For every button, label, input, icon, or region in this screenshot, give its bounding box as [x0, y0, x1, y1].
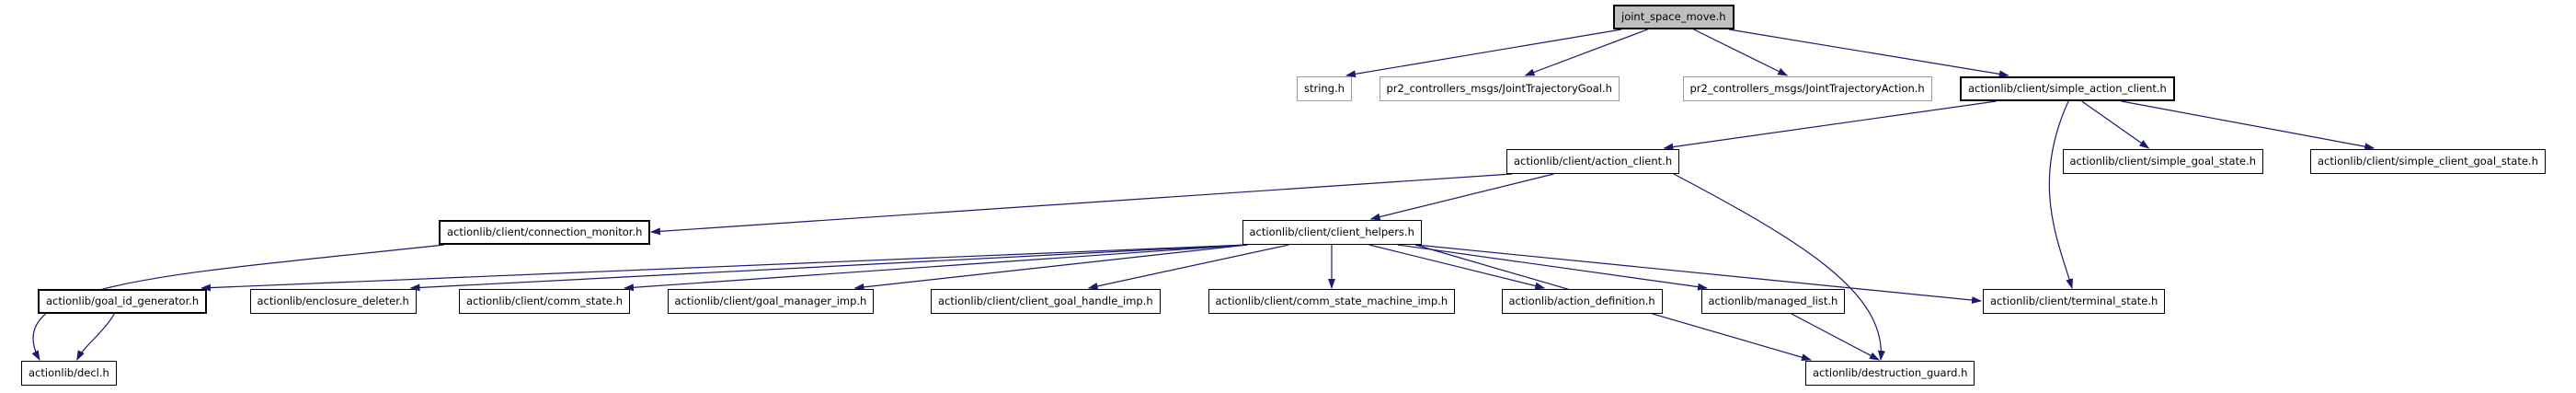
edge-client_helpers-to-goal_id_generator — [200, 244, 1248, 292]
edge-simple_action_client-to-terminal_state — [2048, 100, 2074, 289]
edge-simple_action_client-to-action_client — [1663, 100, 1997, 151]
edge-joint_space_move-to-jt_action — [1693, 29, 1789, 76]
node-goal_id_generator[interactable]: actionlib/goal_id_generator.h — [38, 289, 208, 314]
node-comm_state[interactable]: actionlib/client/comm_state.h — [459, 289, 631, 314]
node-action_definition[interactable]: actionlib/action_definition.h — [1501, 289, 1663, 314]
node-managed_list[interactable]: actionlib/managed_list.h — [1700, 289, 1846, 314]
edge-joint_space_move-to-string — [1345, 29, 1622, 78]
node-terminal_state[interactable]: actionlib/client/terminal_state.h — [1983, 289, 2166, 314]
edge-managed_list-to-destruction_guard — [1791, 313, 1880, 361]
node-simple_client_goal_state[interactable]: actionlib/client/simple_client_goal_stat… — [2310, 149, 2546, 174]
node-client_goal_handle_imp[interactable]: actionlib/client/client_goal_handle_imp.… — [931, 289, 1161, 314]
edge-goal_id_generator-to-decl — [76, 313, 115, 361]
edge-connection_monitor-to-decl — [31, 244, 445, 361]
edge-client_helpers-to-action_definition — [1368, 244, 1546, 290]
node-joint_space_move: joint_space_move.h — [1613, 5, 1735, 29]
node-client_helpers[interactable]: actionlib/client/client_helpers.h — [1242, 220, 1422, 245]
node-action_client[interactable]: actionlib/client/action_client.h — [1506, 149, 1680, 174]
node-connection_monitor[interactable]: actionlib/client/connection_monitor.h — [439, 220, 651, 245]
edge-client_helpers-to-terminal_state — [1415, 244, 1982, 304]
edge-action_client-to-connection_monitor — [650, 173, 1513, 236]
node-string: string.h — [1297, 76, 1352, 101]
node-simple_action_client[interactable]: actionlib/client/simple_action_client.h — [1960, 76, 2175, 101]
edge-client_helpers-to-enclosure_deleter — [409, 244, 1248, 292]
edge-client_helpers-to-comm_state — [624, 244, 1248, 292]
edge-client_helpers-to-managed_list — [1397, 244, 1708, 291]
node-jt_action: pr2_controllers_msgs/JointTrajectoryActi… — [1682, 76, 1932, 101]
node-destruction_guard[interactable]: actionlib/destruction_guard.h — [1805, 361, 1975, 386]
edge-joint_space_move-to-jt_goal — [1524, 29, 1648, 76]
node-decl[interactable]: actionlib/decl.h — [21, 361, 117, 386]
node-goal_manager_imp[interactable]: actionlib/client/goal_manager_imp.h — [667, 289, 875, 314]
node-simple_goal_state[interactable]: actionlib/client/simple_goal_state.h — [2062, 149, 2264, 174]
node-enclosure_deleter[interactable]: actionlib/enclosure_deleter.h — [249, 289, 417, 314]
node-jt_goal: pr2_controllers_msgs/JointTrajectoryGoal… — [1379, 76, 1620, 101]
edge-action_client-to-client_helpers — [1369, 173, 1554, 221]
node-comm_state_machine_imp[interactable]: actionlib/client/comm_state_machine_imp.… — [1208, 289, 1456, 314]
edge-joint_space_move-to-simple_action_client — [1728, 29, 2009, 78]
edge-client_helpers-to-client_goal_handle_imp — [1087, 244, 1289, 290]
edge-client_helpers-to-goal_manager_imp — [853, 244, 1248, 291]
edge-action_client-to-destruction_guard — [1673, 173, 1885, 361]
edge-simple_action_client-to-simple_client_goal_state — [2121, 100, 2376, 151]
edge-simple_action_client-to-simple_goal_state — [2081, 100, 2150, 149]
